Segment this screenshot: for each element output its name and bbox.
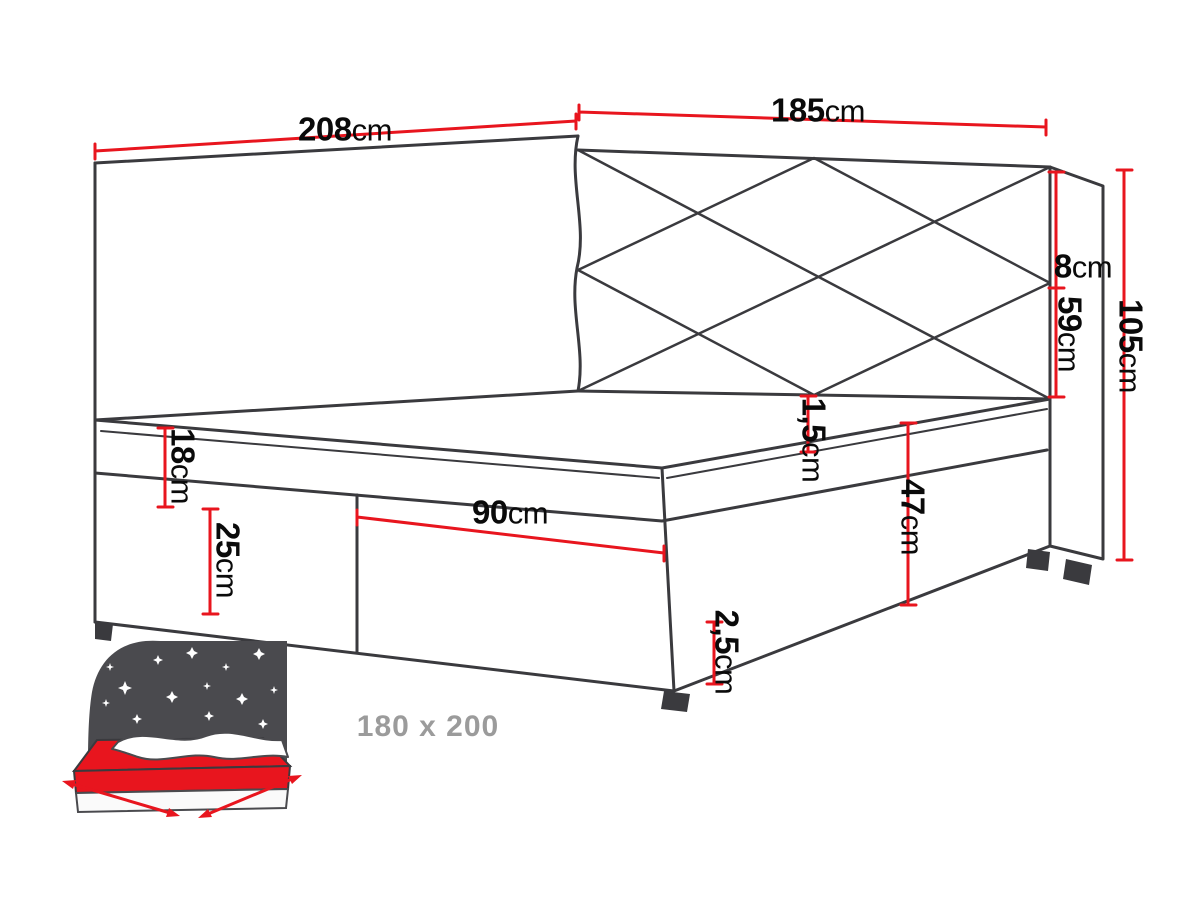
dim-unit: cm	[1071, 249, 1113, 285]
dim-unit: cm	[209, 557, 245, 599]
dimension-line-18	[156, 426, 175, 509]
icon-base	[74, 787, 290, 814]
dim-label-headboard-above-mattress: 59cm	[1051, 295, 1089, 373]
dimension-line-47	[899, 421, 918, 607]
dim-value: 2,5	[708, 609, 746, 655]
dim-value: 47	[894, 478, 932, 515]
mattress-back-left-edge	[93, 389, 580, 422]
dim-label-front-section: 90cm	[471, 493, 549, 531]
icon-stars	[102, 647, 278, 729]
bed-size-icon	[62, 640, 302, 818]
dim-unit: cm	[1051, 331, 1087, 373]
icon-arrow-length-line	[70, 782, 172, 815]
dim-value: 18	[164, 427, 202, 464]
dimension-line-8-59	[1047, 170, 1066, 399]
base-bottom-edges	[93, 544, 1052, 693]
dim-unit: cm	[507, 495, 549, 531]
dim-label-side-height: 47cm	[894, 478, 932, 556]
dim-value: 59	[1051, 295, 1089, 332]
dim-unit: cm	[351, 112, 393, 148]
dim-label-topper: 1,5cm	[795, 397, 833, 483]
dim-value: 8	[1053, 247, 1072, 285]
headboard-left-wavy-edge	[573, 134, 582, 393]
dimension-lines	[93, 103, 1134, 686]
dim-value: 25	[209, 521, 247, 558]
dim-unit: cm	[894, 514, 930, 556]
dim-label-base-height: 25cm	[209, 521, 247, 599]
dim-unit: cm	[1112, 352, 1148, 393]
dim-label-leg-height: 2,5cm	[708, 609, 746, 695]
bed-line-art	[93, 134, 1105, 712]
mattress-piping	[100, 408, 1048, 479]
dimension-line-2-5	[705, 620, 724, 686]
dimension-line-105	[1115, 168, 1134, 562]
icon-arrow-width-line	[206, 777, 294, 816]
dim-value: 208	[298, 110, 352, 148]
dim-value: 1,5	[795, 397, 833, 443]
dimension-line-90	[355, 508, 666, 563]
dim-label-total-height: 105cm	[1112, 299, 1150, 393]
icon-dimension-arrows	[62, 775, 302, 818]
dim-unit: cm	[795, 442, 831, 483]
dimension-line-185	[577, 103, 1048, 137]
headboard-side-panel	[1048, 165, 1105, 561]
dim-value: 105	[1112, 299, 1150, 353]
dim-unit: cm	[164, 463, 200, 505]
bed-size-label: 180 x 200	[356, 710, 500, 743]
dim-label-bed-length: 208cm	[298, 113, 392, 146]
front-corner-edge	[660, 466, 676, 693]
dim-label-bed-width: 185cm	[771, 94, 865, 127]
icon-arrow-length-heads	[62, 780, 180, 817]
dim-label-mattress-height: 18cm	[164, 427, 202, 505]
base-top-seam	[93, 448, 1049, 523]
dimension-line-1-5	[799, 394, 818, 454]
dim-value: 90	[471, 493, 508, 531]
dim-unit: cm	[824, 93, 866, 129]
left-panel-top-edge	[93, 134, 580, 165]
dimension-line-25	[201, 507, 220, 616]
dimension-line-208	[93, 112, 578, 161]
dim-value: 185	[771, 91, 825, 129]
headboard-x-pattern	[576, 148, 1052, 401]
icon-blanket	[111, 731, 289, 761]
dim-unit: cm	[708, 654, 744, 695]
dim-label-headboard-top: 8cm	[1053, 247, 1113, 285]
headboard-diamond-pattern	[576, 156, 1052, 397]
icon-arrow-width-heads	[198, 775, 302, 818]
